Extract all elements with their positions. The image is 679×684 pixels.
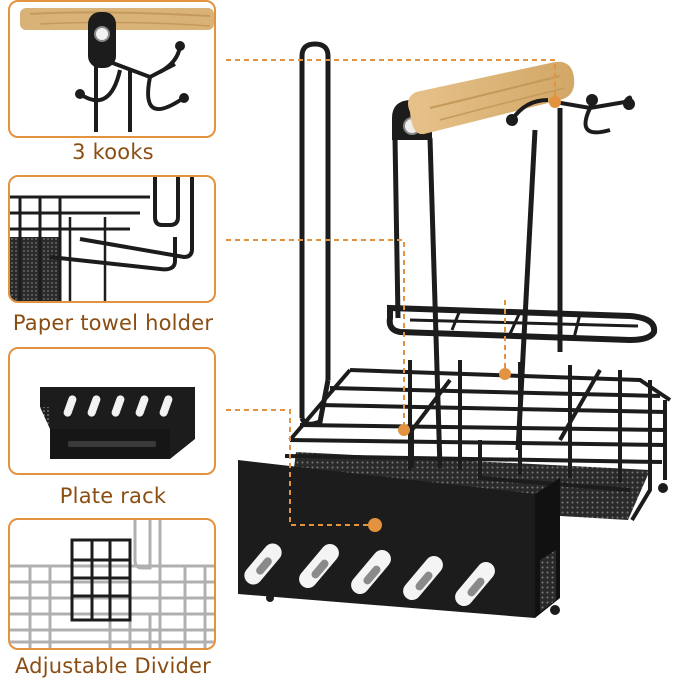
caption-hooks: 3 kooks — [72, 140, 154, 164]
paper-towel-holder-closeup-image — [10, 177, 194, 301]
caddy-organizer-illustration — [238, 41, 672, 618]
hooks-closeup-image — [20, 8, 214, 132]
paper-towel-loop — [299, 41, 331, 418]
callout-panel-paper-towel-holder — [8, 175, 216, 303]
callout-panel-adjustable-divider — [8, 518, 216, 650]
caption-adjustable-divider: Adjustable Divider — [14, 654, 212, 678]
caption-plate-rack: Plate rack — [59, 484, 167, 508]
handle-uprights — [392, 104, 563, 469]
towel-arm — [153, 177, 180, 227]
callout-anchor-dots — [368, 96, 561, 532]
adjustable-divider-closeup-image — [10, 520, 214, 648]
plate-rack-closeup-image — [40, 387, 195, 459]
callout-panel-plate-rack — [8, 347, 216, 475]
plate-slots — [63, 395, 173, 417]
divider-frame — [70, 538, 132, 622]
callout-panel-hooks — [8, 0, 216, 138]
side-hooks — [506, 94, 635, 135]
caption-paper-towel-holder: Paper towel holder — [12, 311, 214, 335]
wood-handle — [20, 8, 214, 30]
wood-handle — [408, 61, 575, 135]
mesh-basket — [10, 237, 60, 301]
